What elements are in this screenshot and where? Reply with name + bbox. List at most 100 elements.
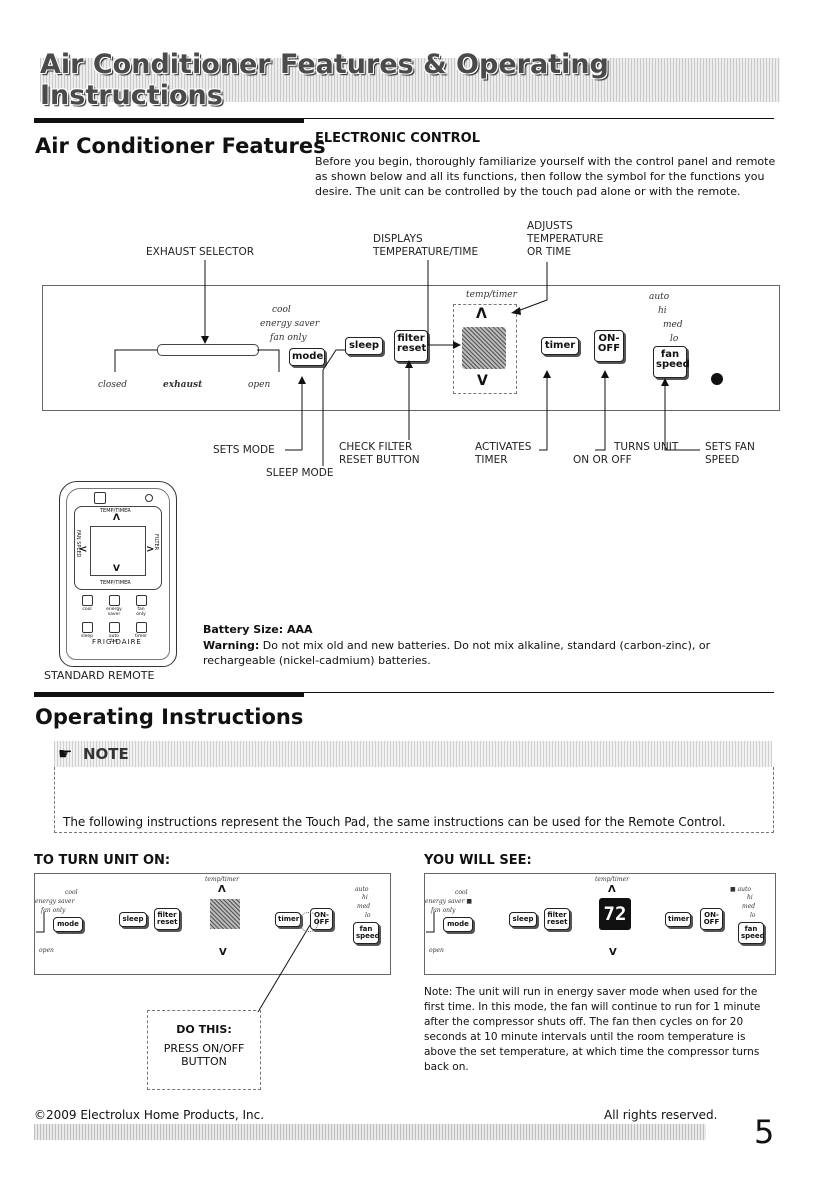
mini2-down[interactable]: V — [609, 947, 617, 958]
mini2-open: open — [429, 947, 444, 954]
speed-label: speed — [656, 359, 690, 370]
fan-speed-button[interactable]: fan speed — [653, 346, 690, 378]
mini2-filter-label: filter — [547, 911, 567, 919]
remote-center-button[interactable] — [90, 526, 146, 576]
page-number: 5 — [754, 1113, 775, 1151]
remote-temp-timer-top: TEMP/TIMER — [100, 508, 131, 514]
remote-down-button[interactable]: V — [113, 564, 120, 574]
filter-reset-button[interactable]: filter reset — [394, 330, 428, 362]
timer-button[interactable]: timer — [541, 337, 579, 355]
mini1-off-label: OFF — [313, 918, 330, 926]
remote-cool-button[interactable] — [82, 595, 93, 606]
banner-title: Air Conditioner Features & Operating Ins… — [40, 49, 609, 111]
fan-auto-label: auto — [649, 292, 670, 302]
on-off-button[interactable]: ON- OFF — [594, 330, 624, 362]
display-frame — [453, 304, 517, 394]
remote-timer-button[interactable] — [136, 622, 147, 633]
remote-power-icon[interactable] — [94, 492, 106, 504]
rights-reserved: All rights reserved. — [604, 1108, 718, 1122]
operating-rule-thick — [34, 692, 304, 697]
mini2-cool: cool — [455, 889, 468, 896]
note-box — [54, 767, 774, 833]
copyright: ©2009 Electrolux Home Products, Inc. — [34, 1108, 265, 1122]
mini1-energy-saver: energy saver — [35, 898, 75, 905]
touch-pad-diagram-2: cool energy saver ■ fan only open temp/t… — [424, 873, 776, 975]
mini1-mode-button[interactable]: mode — [53, 917, 83, 932]
mini1-speed-label: speed — [356, 932, 380, 940]
mini1-fan-label: fan — [359, 925, 373, 933]
mini2-fan-only: fan only — [431, 907, 456, 914]
mini2-hi: hi — [747, 894, 753, 901]
mode-cool-label: cool — [272, 305, 291, 315]
note-text: The following instructions represent the… — [63, 815, 726, 829]
callout-sets-mode: SETS MODE — [213, 444, 275, 456]
remote-up-button[interactable]: Λ — [113, 513, 120, 523]
battery-warning-text: Do not mix old and new batteries. Do not… — [203, 639, 711, 667]
turn-on-heading: TO TURN UNIT ON: — [34, 853, 171, 868]
mini2-exhaust-bracket — [426, 912, 435, 933]
remote-fan-only-label: fan only — [136, 607, 146, 617]
remote-inner — [66, 488, 170, 660]
operating-heading: Operating Instructions — [35, 705, 304, 729]
remote-brand: FRIGIDAIRE — [92, 638, 142, 646]
do-this-box: DO THIS: PRESS ON/OFF BUTTON — [147, 1010, 261, 1090]
battery-warning-label: Warning: — [203, 639, 260, 652]
callout-speed: SPEED — [705, 454, 740, 466]
mini1-timer-button[interactable]: timer — [275, 912, 301, 927]
mini1-on-label: ON- — [314, 911, 329, 919]
mini2-mode-button[interactable]: mode — [443, 917, 473, 932]
do-this-label: DO THIS: — [176, 1023, 232, 1036]
title-banner: Air Conditioner Features & Operating Ins… — [40, 49, 780, 111]
features-intro: Before you begin, thoroughly familiarize… — [315, 155, 776, 198]
mini1-hi: hi — [362, 894, 368, 901]
remote-caption: STANDARD REMOTE — [44, 669, 155, 682]
note-label: NOTE — [83, 745, 129, 763]
remote-left-button[interactable]: < — [79, 544, 88, 555]
callout-exhaust-selector: EXHAUST SELECTOR — [146, 246, 255, 258]
exhaust-label: exhaust — [163, 380, 203, 390]
remote-energy-saver-button[interactable] — [109, 595, 120, 606]
mini1-sleep-button[interactable]: sleep — [119, 912, 147, 927]
up-arrow-button[interactable]: Λ — [476, 306, 487, 322]
remote-led-icon — [145, 494, 153, 502]
remote-fan-only-button[interactable] — [136, 595, 147, 606]
sleep-button[interactable]: sleep — [345, 337, 383, 355]
mini1-down[interactable]: V — [219, 947, 227, 958]
remote-sleep-button[interactable] — [82, 622, 93, 633]
exhaust-open-label: open — [248, 380, 271, 390]
remote-auto-fan-button[interactable] — [109, 622, 120, 633]
mini2-timer-button[interactable]: timer — [665, 912, 691, 927]
mini1-up[interactable]: Λ — [218, 884, 226, 895]
callout-adjusts-2: TEMPERATURE — [527, 233, 604, 245]
mini1-open: open — [39, 947, 54, 954]
mode-button[interactable]: mode — [289, 348, 325, 366]
mode-fan-only-label: fan only — [270, 333, 307, 343]
footer-bar — [34, 1124, 706, 1140]
mini2-up[interactable]: Λ — [608, 884, 616, 895]
mini2-on-off-button[interactable]: ON-OFF — [700, 908, 723, 930]
mini1-med: med — [357, 903, 371, 910]
mini1-temp-timer: temp/timer — [205, 876, 239, 883]
callout-sleep-mode: SLEEP MODE — [266, 467, 334, 479]
mini1-fan-only: fan only — [41, 907, 66, 914]
section-rule-thick — [34, 118, 304, 123]
callout-displays: DISPLAYS — [373, 233, 423, 245]
remote-right-button[interactable]: > — [146, 544, 155, 555]
energy-saver-note: Note: The unit will run in energy saver … — [424, 986, 761, 1073]
callout-reset-button: RESET BUTTON — [339, 454, 420, 466]
down-arrow-button[interactable]: V — [477, 373, 488, 389]
mini2-sleep-button[interactable]: sleep — [509, 912, 537, 927]
power-indicator-icon — [711, 373, 723, 385]
remote-timer-label: timer — [134, 634, 148, 639]
features-heading: Air Conditioner Features — [35, 134, 326, 158]
remote-dpad — [74, 506, 162, 590]
remote-cool-label: cool — [82, 607, 92, 612]
mini2-off-label: OFF — [703, 918, 720, 926]
mini1-reset-label: reset — [157, 918, 178, 926]
callout-turns-unit: TURNS UNIT — [614, 441, 679, 453]
mini2-on-label: ON- — [704, 911, 719, 919]
